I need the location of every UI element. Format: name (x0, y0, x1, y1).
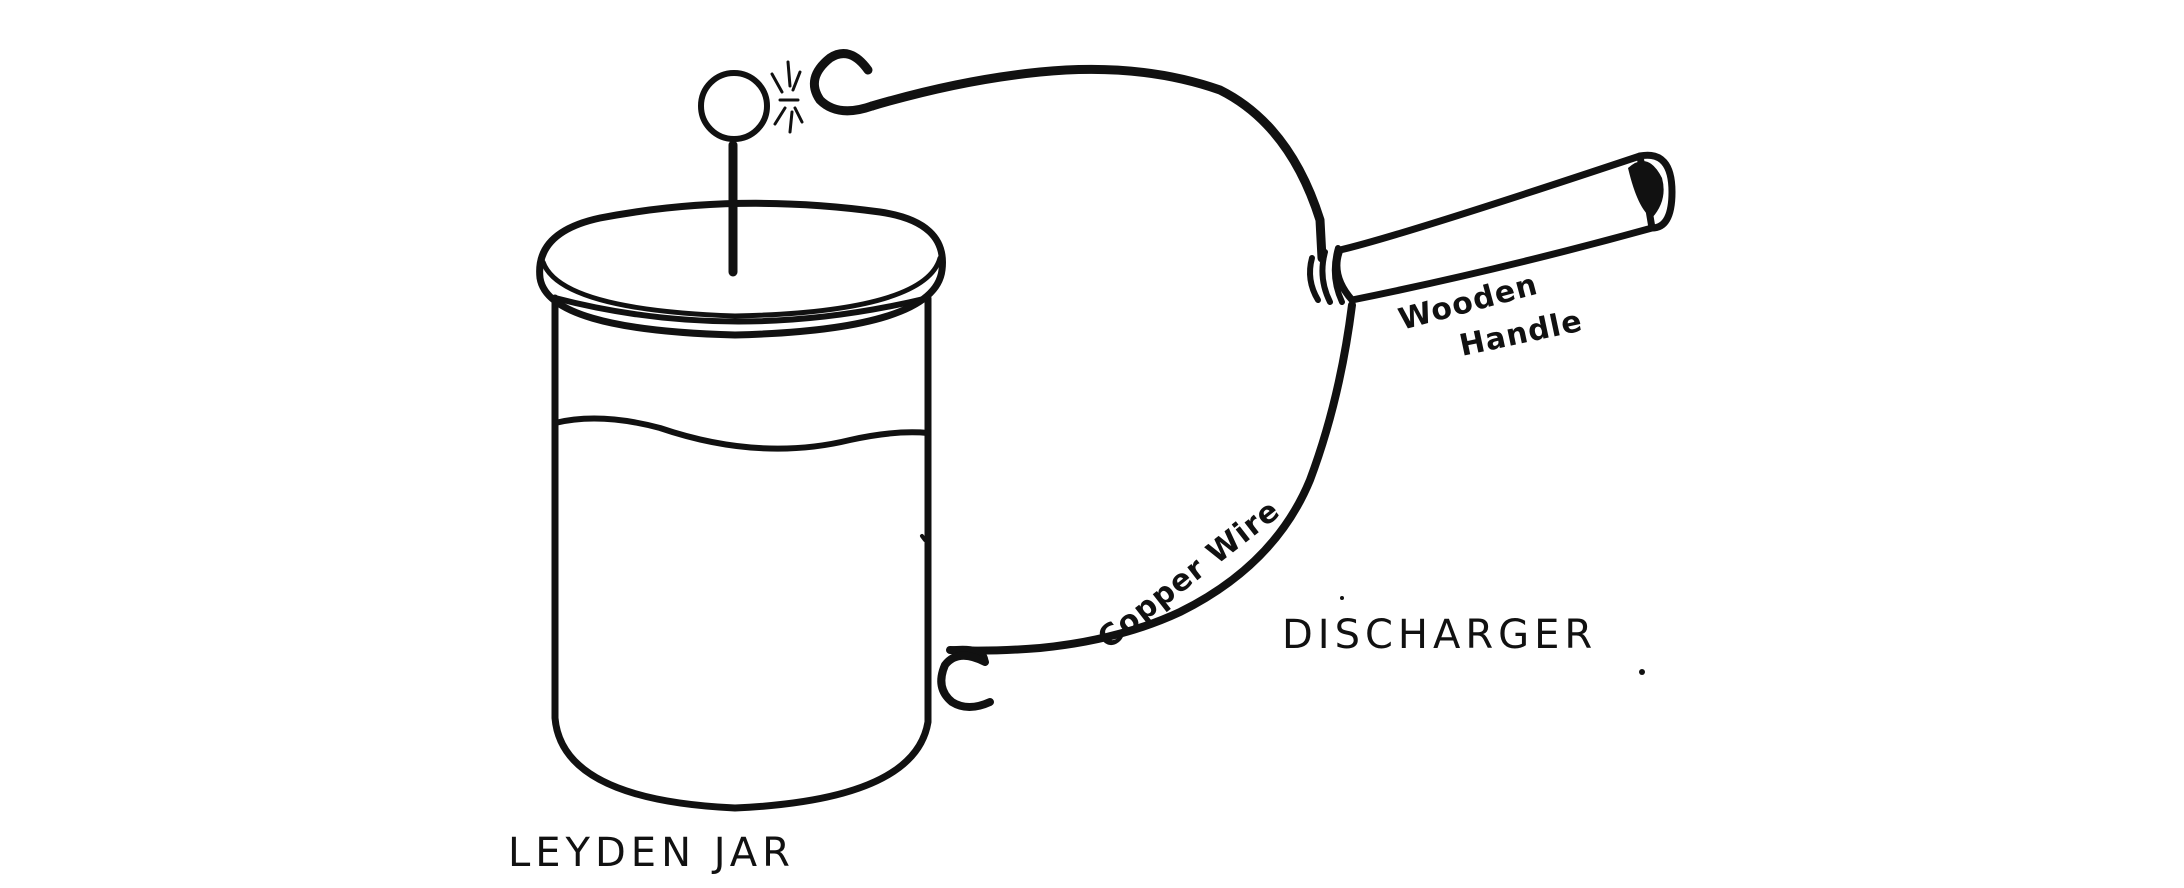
stray-dots (1340, 596, 1645, 675)
spark-icon (770, 60, 804, 134)
handle-end-shade (1628, 160, 1664, 218)
jar-knob (698, 70, 770, 142)
jar-lid (536, 199, 946, 339)
wooden-handle (1333, 152, 1656, 304)
bottom-hook (937, 651, 994, 711)
upper-wire (867, 64, 1327, 263)
discharger-label: DISCHARGER (1282, 612, 1597, 658)
leyden-jar-label: LEYDEN JAR (508, 830, 795, 876)
top-hook (809, 49, 877, 116)
discharger (809, 49, 1676, 711)
jar-body (551, 294, 932, 812)
jar-lid-edge (540, 255, 943, 319)
leyden-jar (536, 70, 946, 812)
handle-end (1636, 151, 1676, 232)
jar-rim (552, 295, 931, 325)
jar-mark (920, 534, 927, 542)
lower-wire (946, 301, 1356, 655)
copper-wire-label: Copper Wire (1091, 493, 1286, 656)
jar-fill-line (552, 415, 931, 452)
